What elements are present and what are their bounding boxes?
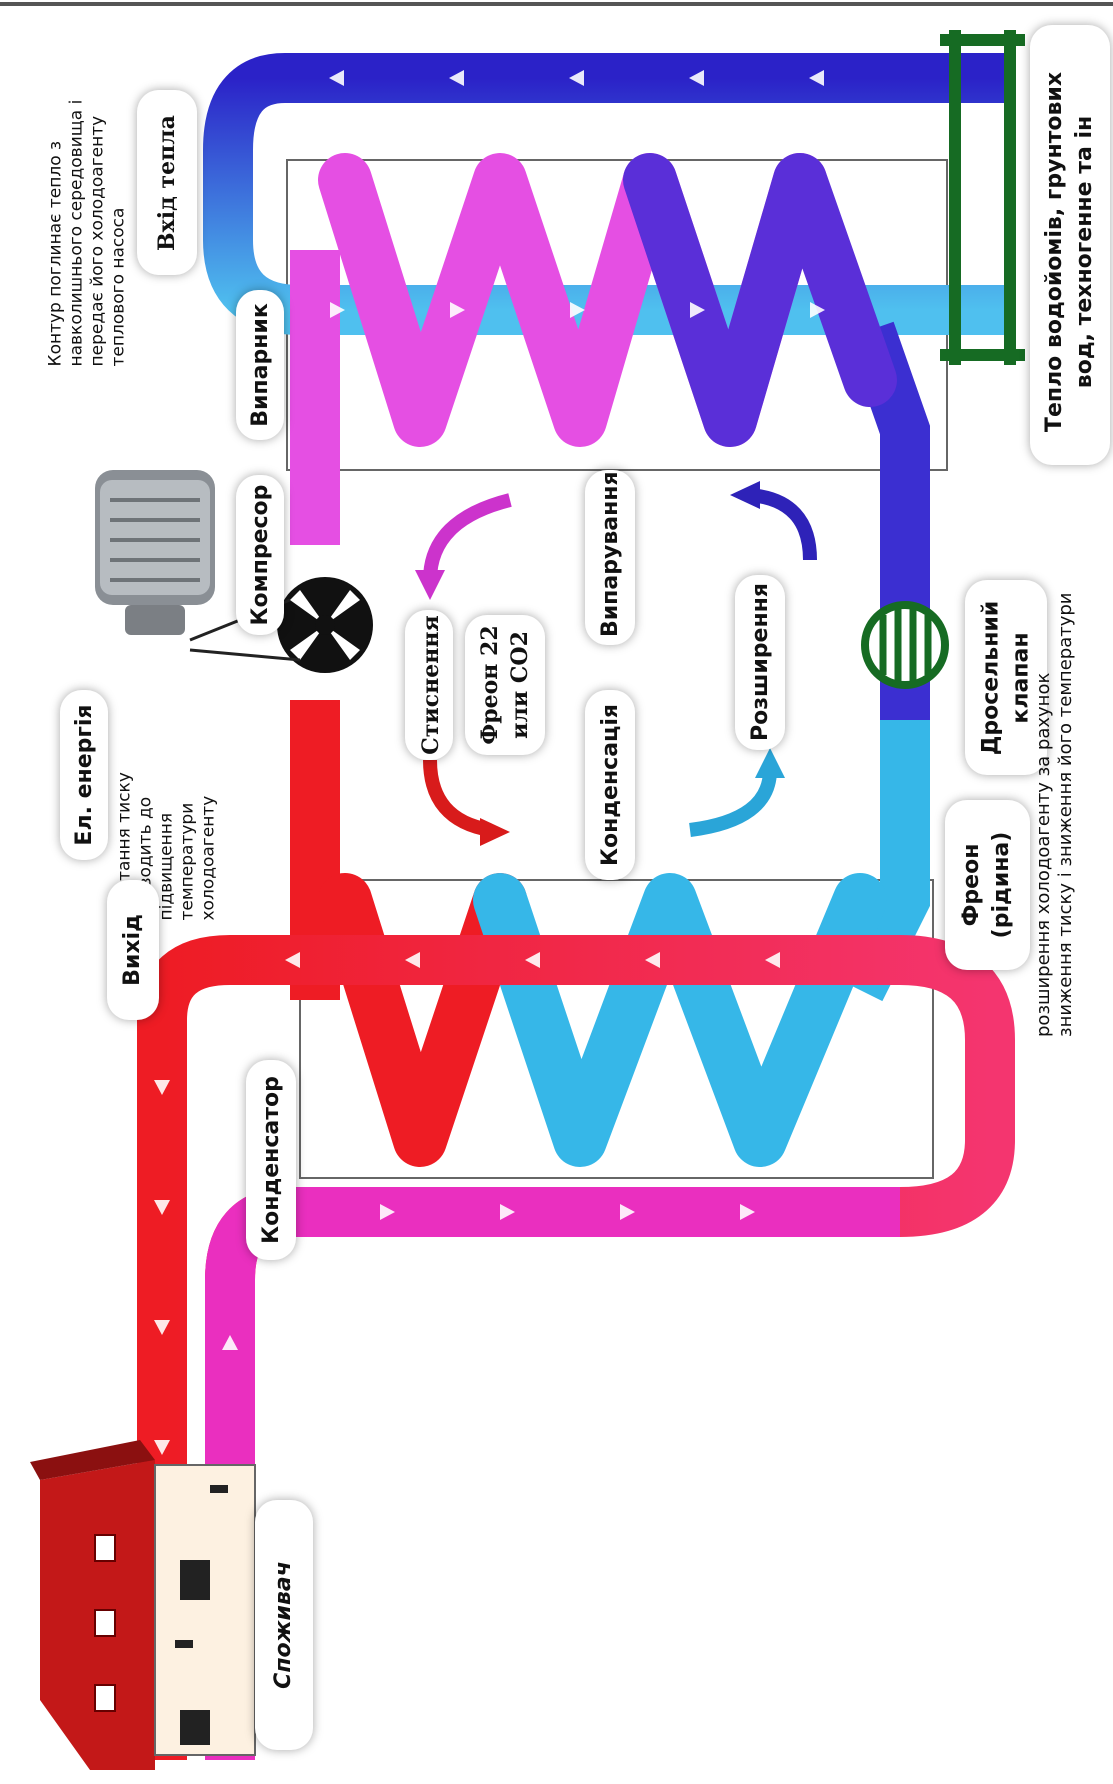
heat-input-box xyxy=(137,90,197,275)
heat-input-label: Вхід тепла xyxy=(154,115,180,251)
return-loop-pipe xyxy=(205,1187,900,1760)
electric-motor-icon xyxy=(95,470,301,662)
expansion-cycle-arrow xyxy=(689,769,777,837)
evaporator-coil-violet xyxy=(623,153,897,447)
evaporation-arrowhead xyxy=(730,481,760,509)
expansion-arrowhead xyxy=(755,748,785,778)
output-label-box xyxy=(107,880,159,1020)
expansion-label: Розширення xyxy=(748,583,773,741)
heat-source-label: Тепло водойомів, грунтових вод, техноген… xyxy=(1042,71,1097,433)
condenser-coil-cyan xyxy=(473,873,887,1167)
output-label: Вихід xyxy=(120,914,145,986)
compression-label: Стиснення xyxy=(418,615,444,755)
throttle-valve-bars xyxy=(879,607,932,683)
refrigerant-label: Фреон 22 или CO2 xyxy=(477,625,533,745)
compression-label-box xyxy=(405,610,453,760)
house-icon xyxy=(30,1440,256,1770)
source-loop-note: Контур поглинає тепло з навколишнього се… xyxy=(45,99,129,367)
condensation-cycle-arrow xyxy=(423,759,492,837)
consumer-label-box xyxy=(255,1500,313,1750)
condensation-label: Конденсація xyxy=(598,703,623,867)
compressor-label-box xyxy=(236,475,284,635)
condensation-arrowhead xyxy=(480,818,510,846)
expansion-label-box xyxy=(735,575,785,750)
evaporator-label-box xyxy=(236,290,284,440)
evaporator-label: Випарник xyxy=(248,303,273,427)
compressor-label: Компресор xyxy=(248,484,273,626)
throttle-valve-label: Дросельний клапан xyxy=(978,600,1034,756)
throttle-valve-label-box xyxy=(965,580,1047,775)
expansion-note: розширення холодоагенту за рахунок зниже… xyxy=(1033,592,1076,1037)
compression-cycle-arrow xyxy=(423,493,512,581)
freon-liquid-label: Фреон (рідина) xyxy=(959,831,1014,939)
evaporation-label-box xyxy=(585,470,635,645)
heat-source-box xyxy=(1030,25,1110,465)
condenser-label: Конденсатор xyxy=(259,1076,284,1244)
refrigerant-label-box xyxy=(465,615,545,755)
condenser-label-box xyxy=(246,1060,296,1260)
source-coupling xyxy=(940,30,1025,365)
evaporation-cycle-arrow xyxy=(749,488,817,561)
electric-energy-label: Ел. енергія xyxy=(72,704,97,846)
electric-energy-box xyxy=(60,690,108,860)
compression-arrowhead xyxy=(415,570,445,600)
evaporation-label: Випарування xyxy=(598,471,623,637)
condenser-box xyxy=(299,879,934,1179)
throttle-valve-symbol xyxy=(861,601,949,689)
condensation-label-box xyxy=(585,690,635,880)
consumer-label: Споживач xyxy=(271,1561,296,1689)
compressor-blades xyxy=(290,590,360,660)
freon-liquid-label-box xyxy=(945,800,1030,970)
